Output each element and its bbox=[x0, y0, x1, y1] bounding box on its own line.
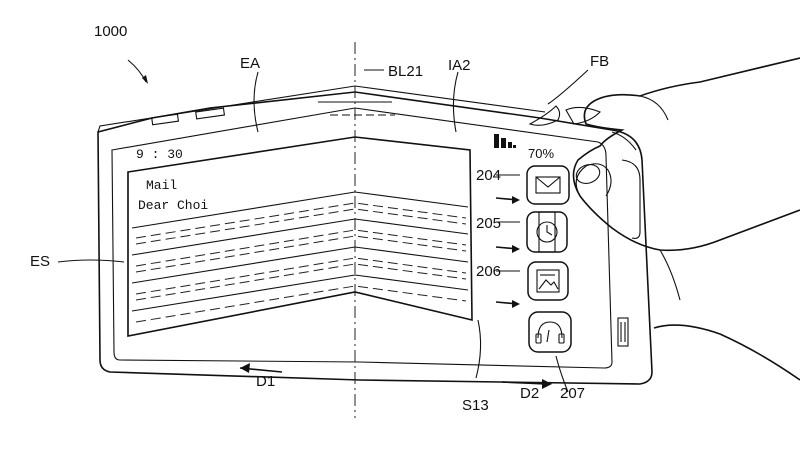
label-icon-music: 207 bbox=[560, 385, 585, 402]
envelope-icon[interactable] bbox=[526, 165, 570, 205]
label-icon-picture: 206 bbox=[476, 263, 501, 280]
side-button-right bbox=[195, 107, 226, 120]
battery-level: 70% bbox=[528, 146, 554, 161]
direction-arrow-right bbox=[501, 379, 552, 389]
device-body bbox=[97, 91, 653, 385]
label-finger: FB bbox=[590, 53, 609, 70]
label-icon-mail: 204 bbox=[476, 167, 501, 184]
clock-icon[interactable] bbox=[526, 211, 568, 253]
content-window bbox=[127, 136, 473, 337]
direction-arrow-left bbox=[239, 363, 283, 373]
leader-lines bbox=[57, 59, 589, 393]
user-hand bbox=[528, 57, 800, 381]
status-time: 9 : 30 bbox=[136, 147, 183, 162]
label-edge-area: EA bbox=[240, 55, 260, 72]
device-inner-bezel bbox=[111, 107, 613, 369]
side-button-left bbox=[151, 113, 180, 126]
label-dir-right: D2 bbox=[520, 385, 539, 402]
side-slot bbox=[621, 159, 641, 239]
list-rows-left bbox=[131, 191, 469, 323]
label-dir-left: D1 bbox=[256, 373, 275, 390]
side-port bbox=[617, 317, 629, 347]
device-top-edge bbox=[97, 85, 546, 133]
headphones-icon[interactable] bbox=[528, 311, 572, 353]
signal-icon bbox=[494, 134, 516, 148]
icon-arrows bbox=[495, 196, 520, 308]
label-scroll: S13 bbox=[462, 397, 489, 414]
label-icon-clock: 205 bbox=[476, 215, 501, 232]
mail-title: Mail bbox=[146, 178, 177, 193]
label-inner-area: IA2 bbox=[448, 57, 471, 74]
picture-icon[interactable] bbox=[527, 261, 569, 301]
label-device: 1000 bbox=[94, 23, 127, 40]
mail-greeting: Dear Choi bbox=[138, 198, 208, 213]
label-screen: ES bbox=[30, 253, 50, 270]
label-bend-line: BL21 bbox=[388, 63, 423, 80]
